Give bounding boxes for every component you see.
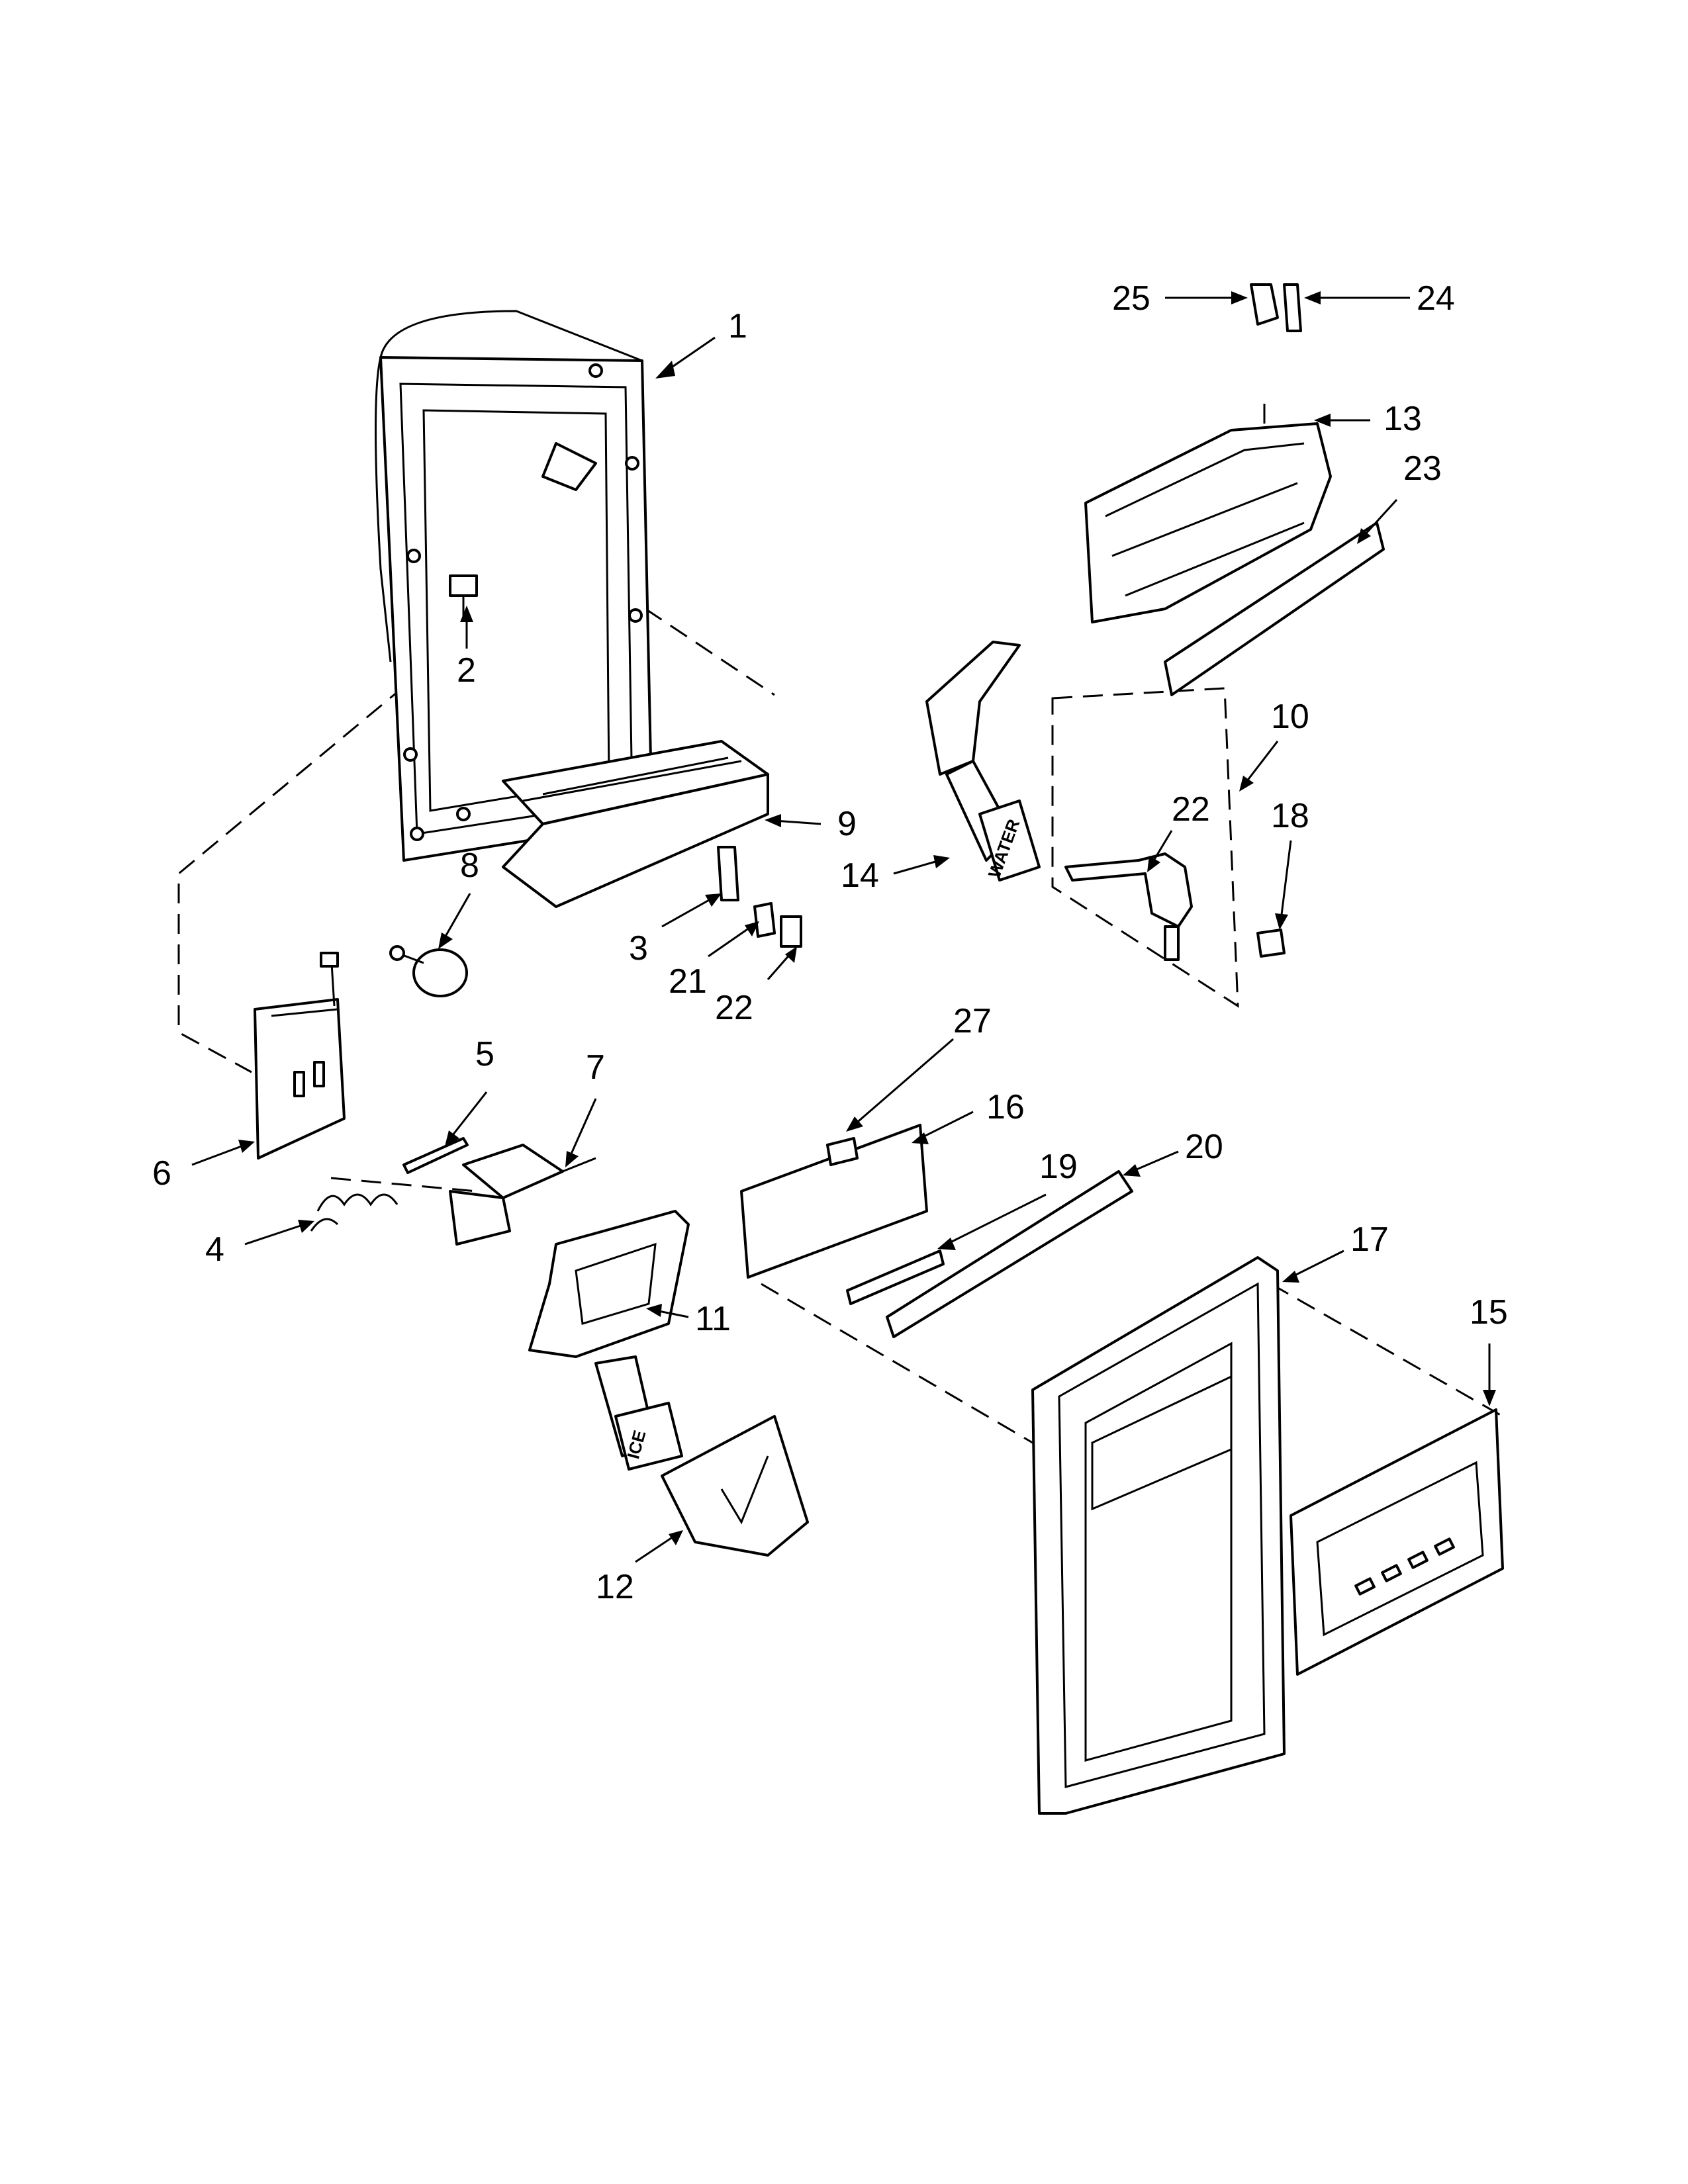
bushing [389, 945, 468, 997]
callout-4: 4 [205, 1230, 224, 1269]
callout-27: 27 [953, 1002, 992, 1040]
control-panel-cover [1289, 1408, 1504, 1676]
ice-chute [661, 1415, 809, 1557]
callout-13: 13 [1383, 400, 1422, 438]
callout-11: 11 [695, 1300, 731, 1338]
callout-24: 24 [1417, 279, 1455, 318]
callouts: 1 2 3 4 5 6 7 8 9 10 11 12 [152, 279, 1508, 1606]
assembly-guide-lines [177, 404, 1503, 1444]
switch-bracket [1064, 852, 1193, 961]
callout-7: 7 [586, 1048, 605, 1087]
screw-part-27 [826, 1137, 859, 1166]
callout-15: 15 [1470, 1293, 1508, 1332]
callout-14: 14 [841, 856, 879, 895]
callout-5: 5 [475, 1035, 494, 1073]
callout-6: 6 [152, 1154, 171, 1193]
button-strip [846, 1250, 945, 1305]
callout-18: 18 [1271, 797, 1309, 835]
callout-2: 2 [457, 651, 476, 690]
ice-lever: ICE [528, 1210, 690, 1471]
water-lever: WATER [925, 641, 1041, 882]
clip-part-25 [1250, 283, 1279, 326]
callout-19: 19 [1039, 1148, 1078, 1186]
screw-part-18 [1256, 929, 1286, 958]
callout-22b: 22 [1172, 790, 1210, 829]
callout-10: 10 [1271, 698, 1309, 736]
clip-part-24 [1283, 283, 1302, 332]
callout-1: 1 [728, 307, 747, 345]
front-panel-frame [1031, 1256, 1286, 1815]
callout-25: 25 [1112, 279, 1150, 318]
spring [310, 1193, 399, 1232]
actuator [449, 1144, 596, 1246]
control-housing [1084, 422, 1332, 623]
callout-8: 8 [460, 846, 479, 885]
callout-16: 16 [986, 1088, 1025, 1126]
small-clip-parts [717, 846, 802, 948]
callout-3: 3 [629, 929, 648, 968]
callout-21: 21 [669, 962, 707, 1001]
pin [402, 1137, 469, 1174]
callout-12: 12 [596, 1568, 634, 1606]
drip-tray [502, 740, 769, 908]
callout-22a: 22 [715, 989, 753, 1027]
switch-module [254, 952, 346, 1160]
callout-17: 17 [1350, 1220, 1389, 1259]
callout-23: 23 [1403, 449, 1442, 488]
callout-9: 9 [837, 805, 857, 843]
circuit-board [740, 1124, 928, 1279]
callout-20: 20 [1185, 1128, 1223, 1166]
trim-bar [886, 1170, 1133, 1338]
cover-strip [1164, 522, 1385, 696]
